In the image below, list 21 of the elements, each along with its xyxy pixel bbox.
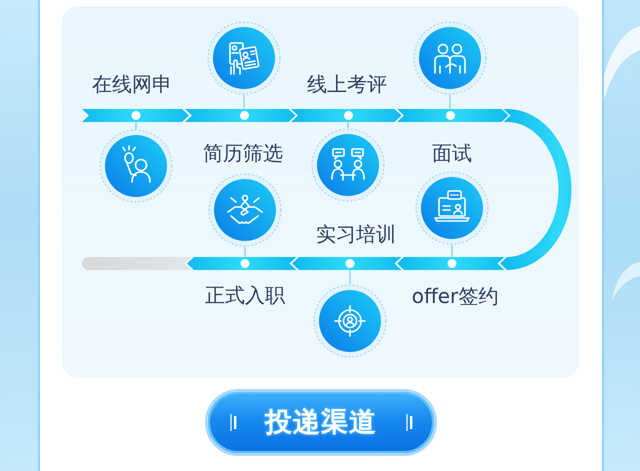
meeting-icon (311, 128, 385, 202)
connector-line (244, 247, 246, 256)
connector-line (449, 95, 451, 108)
two-people-icon (413, 21, 487, 95)
step-label: 正式入职 (205, 283, 285, 307)
person-waving-icon (99, 129, 173, 203)
step-label: 简历筛选 (203, 141, 283, 165)
curved-band (500, 108, 572, 270)
target-icon (313, 284, 387, 358)
step-label: 线上考评 (307, 72, 387, 96)
step-label: 实习培训 (316, 222, 396, 246)
laptop-icon (415, 171, 489, 245)
connector-line (451, 245, 453, 256)
resume-icon (207, 21, 281, 95)
connector-line (349, 270, 351, 284)
connector-line (243, 95, 245, 108)
handshake-icon (208, 173, 282, 247)
pill-button: 投递渠道 (205, 388, 437, 456)
step-label: 面试 (432, 141, 472, 165)
step-label: 在线网申 (92, 72, 172, 96)
step-label: offer签约 (412, 284, 498, 308)
